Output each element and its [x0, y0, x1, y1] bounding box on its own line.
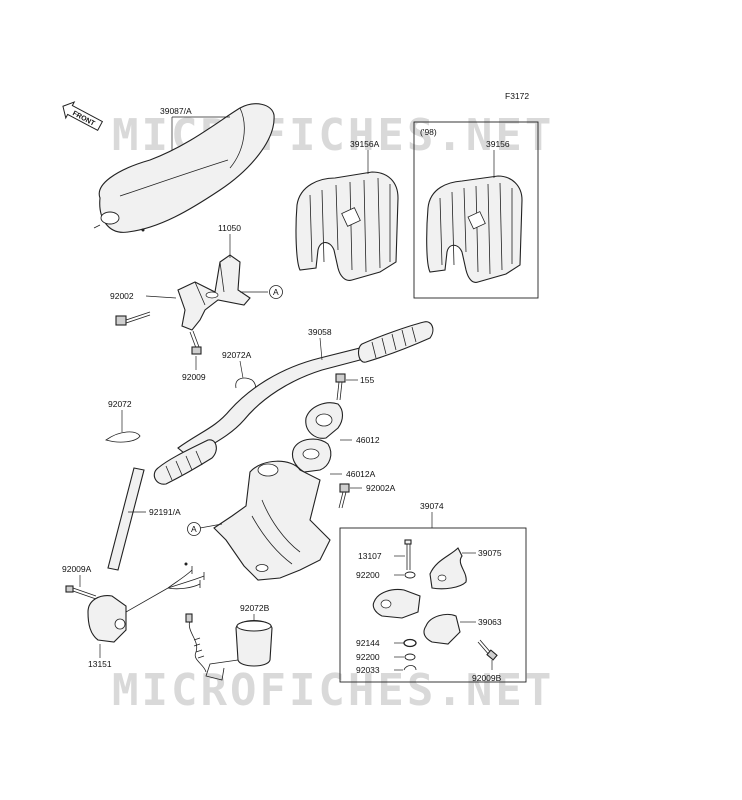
label-92200-upper: 92200 — [356, 570, 380, 580]
label-11050: 11050 — [218, 223, 241, 233]
lever-39075-part — [429, 547, 467, 590]
label-39087A: 39087/A — [160, 106, 192, 116]
label-39075: 39075 — [478, 548, 502, 558]
figure-code: F3172 — [505, 91, 529, 101]
label-13107: 13107 — [358, 551, 382, 561]
label-92144: 92144 — [356, 638, 380, 648]
clamp-92072B-part — [185, 613, 273, 681]
label-92072B: 92072B — [240, 603, 270, 613]
label-39156A: 39156A — [350, 139, 380, 149]
label-92033: 92033 — [356, 665, 380, 675]
ref-marker-a-upper-label: A — [273, 287, 279, 297]
label-39156: 39156 — [486, 139, 510, 149]
screw-92009B-part — [477, 639, 498, 661]
pin-13107-part — [404, 539, 412, 570]
steering-column-bracket-part — [213, 460, 331, 581]
label-92200-lower: 92200 — [356, 652, 380, 662]
bracket-11050-part — [177, 254, 251, 331]
handlebar-39058-part — [153, 321, 434, 485]
lever-assembly-box — [339, 527, 527, 683]
bolt-92009-part — [189, 330, 202, 355]
bolt-92002A-part — [338, 483, 350, 509]
boot-39156-part — [426, 175, 523, 283]
label-13151: 13151 — [88, 659, 112, 669]
washer-92200-lower-part — [404, 653, 416, 661]
spring-92144-part — [403, 638, 417, 648]
screw-92009A-part — [65, 585, 97, 600]
label-92009A: 92009A — [62, 564, 92, 574]
bolt-155-part — [335, 373, 346, 401]
label-92009: 92009 — [182, 372, 206, 382]
variant-label: ('98) — [420, 127, 437, 137]
boot-39156A-part — [295, 171, 399, 281]
handle-cover-part — [93, 103, 275, 233]
label-46012A: 46012A — [346, 469, 376, 479]
label-155: 155 — [360, 375, 374, 385]
front-arrow-icon: FRONT — [62, 101, 104, 132]
ref-marker-a-upper — [269, 285, 283, 299]
washer-92200-upper-part — [404, 571, 416, 579]
watermark-bottom: MICROFICHES.NET — [112, 665, 554, 716]
ref-marker-a-lower — [187, 522, 201, 536]
label-92002: 92002 — [110, 291, 134, 301]
lever-housing-part — [372, 588, 421, 619]
holder-46012A-part — [291, 438, 332, 473]
clip-92033-part — [403, 665, 417, 671]
clamp-92072-part — [105, 431, 141, 443]
label-92002A: 92002A — [366, 483, 396, 493]
label-92072A: 92072A — [222, 350, 252, 360]
tube-92191A-part — [107, 467, 145, 571]
ref-marker-a-lower-label: A — [191, 524, 197, 534]
switch-13151-part — [87, 562, 205, 643]
bolt-92002-part — [115, 311, 151, 326]
cap-39063-part — [423, 613, 461, 645]
label-39063: 39063 — [478, 617, 502, 627]
label-39074: 39074 — [420, 501, 444, 511]
label-39058: 39058 — [308, 327, 332, 337]
label-92072: 92072 — [108, 399, 132, 409]
label-92009B: 92009B — [472, 673, 502, 683]
holder-46012-part — [305, 402, 344, 439]
label-46012: 46012 — [356, 435, 380, 445]
variant-98-box — [413, 121, 539, 299]
label-92191A: 92191/A — [149, 507, 181, 517]
